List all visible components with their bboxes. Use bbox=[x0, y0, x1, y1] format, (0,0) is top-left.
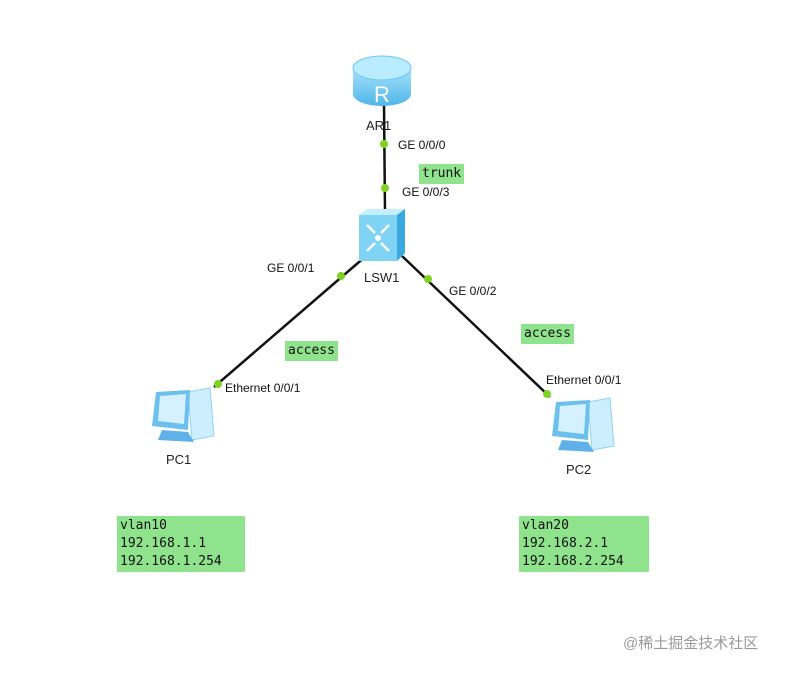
pc2-gateway: 192.168.2.254 bbox=[522, 554, 624, 569]
note-access-right[interactable]: access bbox=[521, 324, 574, 344]
pc-icon[interactable] bbox=[548, 396, 616, 456]
port-label-pc1-eth: Ethernet 0/0/1 bbox=[225, 381, 301, 395]
port-label-lsw1-ge003: GE 0/0/3 bbox=[402, 185, 450, 199]
pc-icon[interactable] bbox=[148, 386, 216, 446]
note-pc1-info[interactable]: vlan10 192.168.1.1 192.168.1.254 bbox=[117, 516, 245, 572]
port-dot bbox=[424, 275, 432, 283]
note-pc2-info[interactable]: vlan20 192.168.2.1 192.168.2.254 bbox=[519, 516, 649, 572]
port-dot bbox=[381, 184, 389, 192]
port-label-lsw1-ge001: GE 0/0/1 bbox=[267, 261, 315, 275]
pc2-vlan: vlan20 bbox=[522, 518, 569, 533]
svg-text:R: R bbox=[374, 82, 390, 107]
switch-icon[interactable] bbox=[357, 207, 407, 263]
watermark: @稀土掘金技术社区 bbox=[623, 635, 759, 652]
router-icon[interactable]: R bbox=[351, 54, 413, 110]
port-dot bbox=[380, 140, 388, 148]
pc1-ip: 192.168.1.1 bbox=[120, 536, 207, 551]
pc2-ip: 192.168.2.1 bbox=[522, 536, 609, 551]
port-dot bbox=[214, 380, 222, 388]
device-label-pc1: PC1 bbox=[166, 452, 192, 467]
port-dot bbox=[543, 390, 551, 398]
port-dot bbox=[337, 272, 345, 280]
link-ar1-lsw1[interactable] bbox=[382, 104, 387, 213]
port-label-lsw1-ge002: GE 0/0/2 bbox=[449, 284, 497, 298]
pc1-vlan: vlan10 bbox=[120, 518, 167, 533]
note-access-left[interactable]: access bbox=[285, 341, 338, 361]
port-label-ar1-ge000: GE 0/0/0 bbox=[398, 138, 446, 152]
pc1-gateway: 192.168.1.254 bbox=[120, 554, 222, 569]
device-label-ar1: AR1 bbox=[366, 118, 392, 133]
note-trunk[interactable]: trunk bbox=[419, 164, 465, 184]
device-label-lsw1: LSW1 bbox=[364, 270, 400, 285]
port-label-pc2-eth: Ethernet 0/0/1 bbox=[546, 373, 622, 387]
device-label-pc2: PC2 bbox=[566, 462, 592, 477]
